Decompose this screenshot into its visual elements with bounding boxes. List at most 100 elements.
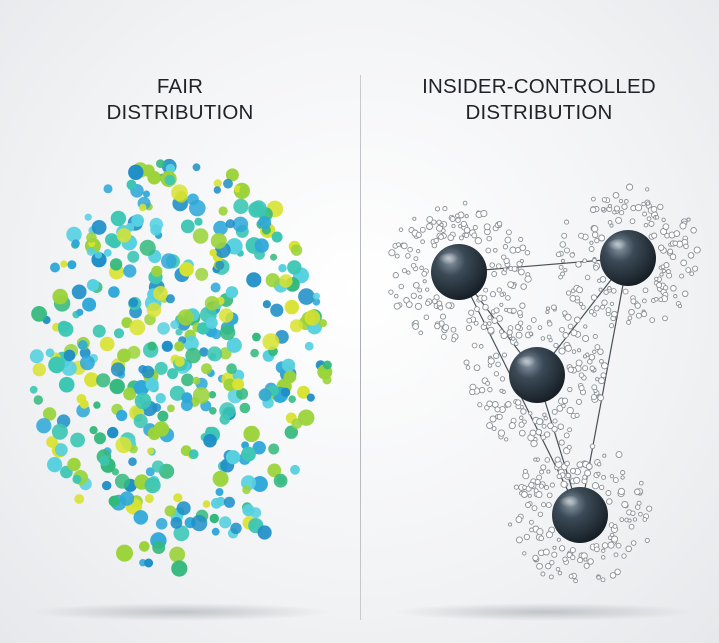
satellite-node [552,545,557,550]
satellite-node [560,258,565,263]
satellite-node [567,386,573,393]
fair-dot [312,298,321,306]
satellite-node [522,485,527,490]
fair-dot [96,373,111,388]
satellite-node [499,388,504,393]
satellite-node [544,457,551,463]
satellite-node [549,482,555,488]
fair-dot [218,206,228,216]
fair-dot [175,328,183,336]
satellite-node [561,403,566,409]
satellite-node [632,517,638,522]
satellite-node [580,304,586,310]
satellite-node [520,491,528,498]
satellite-node [528,519,534,525]
satellite-node [600,304,605,310]
satellite-node [611,310,618,318]
satellite-node [410,292,417,299]
satellite-node [591,384,598,391]
fair-dot [115,436,132,454]
satellite-node [496,221,503,227]
satellite-node [526,325,532,331]
fair-dot [129,319,146,336]
fair-dot [209,407,217,415]
satellite-node [599,484,605,491]
fair-dot [71,239,80,248]
fair-dot [211,329,222,340]
satellite-node [628,308,635,316]
satellite-node [487,386,493,393]
satellite-node [540,571,546,577]
satellite-node [514,341,519,347]
fair-dot [210,282,221,293]
fair-dot [94,251,103,259]
fair-dot [318,319,327,328]
fair-dot [167,404,175,413]
satellite-node [689,271,695,277]
satellite-node [575,398,583,405]
satellite-node [594,237,600,244]
satellite-node [600,372,607,379]
fair-dot [283,370,297,384]
satellite-node [615,542,622,549]
fair-dot [225,219,235,229]
satellite-node [611,288,617,294]
fair-dot [128,297,139,308]
satellite-node [551,408,558,415]
fair-dot [226,337,242,353]
satellite-node [582,258,588,264]
satellite-node [598,377,605,385]
satellite-node [556,404,564,412]
fair-dot [243,425,260,443]
fair-dot [250,507,262,519]
satellite-node [400,242,408,250]
satellite-node [494,406,501,413]
fair-dot [29,349,44,364]
satellite-node [578,372,585,378]
fair-dot [258,388,272,402]
hub-node [509,347,565,403]
satellite-node [499,376,506,382]
fair-dot [219,414,231,425]
fair-dot [230,522,242,534]
satellite-node [613,552,619,558]
fair-dot [93,401,101,409]
fair-dot [167,368,179,380]
satellite-node [499,292,505,297]
fair-dot [232,378,245,391]
fair-dot [183,335,199,352]
fair-dot [156,159,165,169]
satellite-node [565,472,571,479]
satellite-node [438,234,444,240]
satellite-node [501,254,507,260]
fair-dot [145,467,155,477]
fair-dot [60,260,68,268]
satellite-node [621,203,628,210]
satellite-node [556,473,562,480]
satellite-node [505,229,512,236]
satellite-node [418,330,424,336]
fair-dot [143,190,150,198]
fair-dot [154,361,168,375]
satellite-node [433,237,439,244]
satellite-node [518,268,525,276]
right-floor-shadow [395,603,695,621]
fair-dot [146,302,162,318]
satellite-node [535,428,543,436]
satellite-node [593,265,599,271]
fair-dot [298,288,315,305]
fair-dot [139,541,150,552]
fair-dot [67,260,77,270]
satellite-node [505,401,512,408]
fair-dot [287,260,302,275]
hub-node [431,244,487,300]
satellite-node [642,211,648,217]
satellite-node [591,196,596,202]
satellite-node [642,287,649,294]
satellite-node [489,291,497,298]
fair-dot [31,306,47,322]
satellite-node [622,288,629,295]
satellite-node [558,264,564,270]
satellite-node [523,533,531,541]
satellite-node [489,262,495,268]
